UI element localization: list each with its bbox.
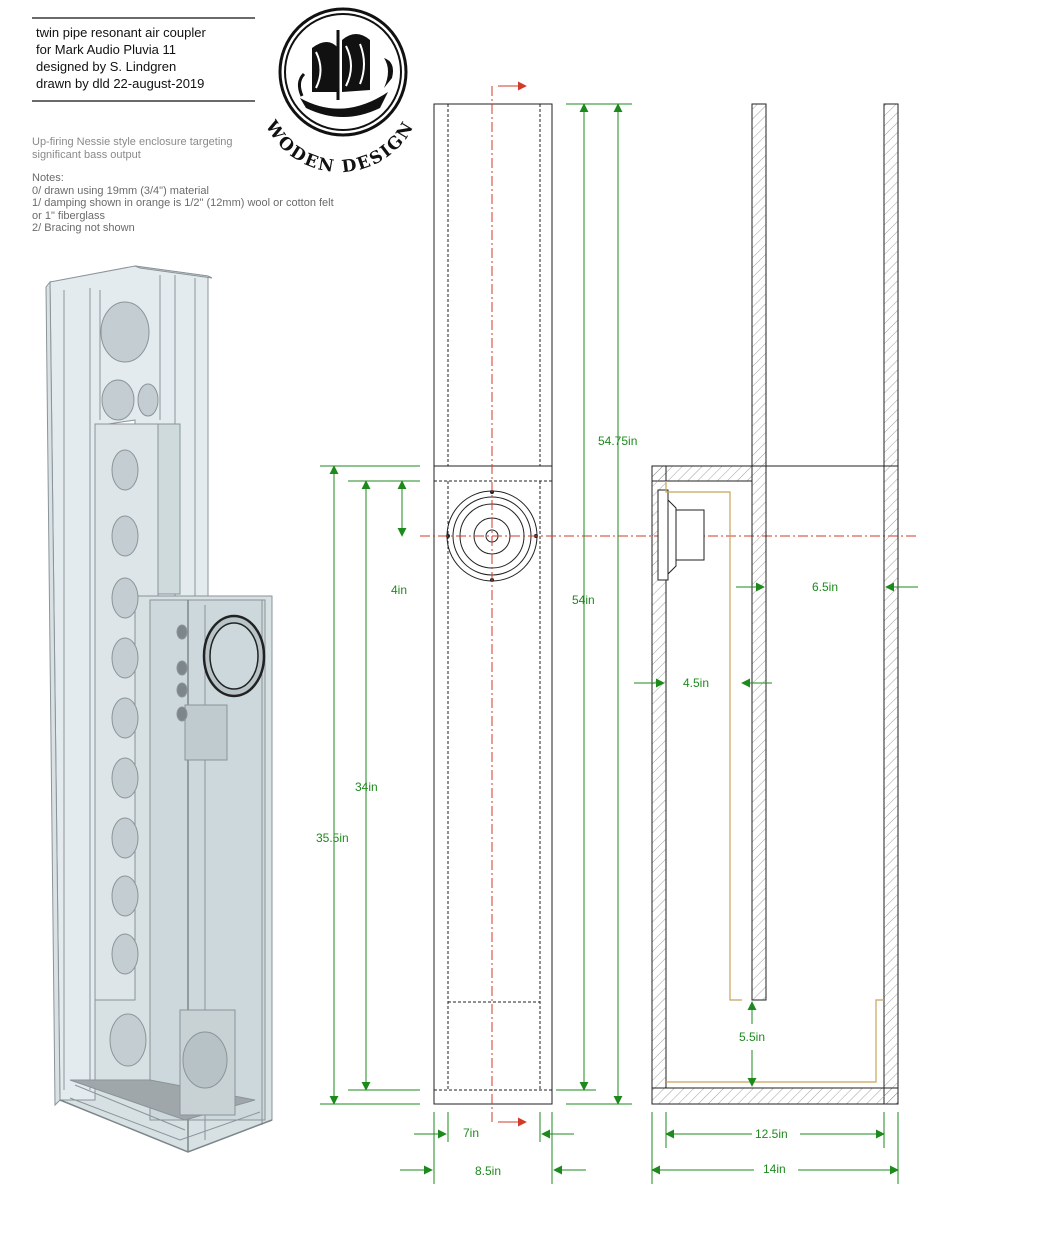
centerlines bbox=[420, 81, 918, 1127]
side-view bbox=[651, 103, 899, 1105]
dim-label-chamber-depth: 4.5in bbox=[683, 676, 709, 690]
note-item: 1/ damping shown in orange is 1/2" (12mm… bbox=[32, 197, 334, 209]
dim-label-side-inner-depth: 12.5in bbox=[755, 1127, 788, 1141]
dim-label-lower-body-outer: 35.5in bbox=[316, 831, 349, 845]
title-line: twin pipe resonant air coupler bbox=[36, 25, 206, 40]
front-view bbox=[433, 103, 553, 1105]
dimension-lines bbox=[320, 103, 918, 1184]
title-rules bbox=[32, 17, 255, 102]
dim-label-bottom-gap: 5.5in bbox=[739, 1030, 765, 1044]
damping-lining bbox=[665, 481, 884, 1083]
note-item: 2/ Bracing not shown bbox=[32, 222, 135, 234]
isometric-view bbox=[45, 265, 273, 1153]
dim-label-pipe-depth: 6.5in bbox=[812, 580, 838, 594]
title-block: twin pipe resonant air coupler for Mark … bbox=[36, 24, 206, 92]
title-line: designed by S. Lindgren bbox=[36, 59, 177, 74]
description-text: Up-firing Nessie style enclosure targeti… bbox=[32, 136, 233, 161]
note-item: 0/ drawn using 19mm (3/4") material bbox=[32, 184, 209, 197]
note-item: or 1" fiberglass bbox=[32, 209, 105, 222]
title-line: for Mark Audio Pluvia 11 bbox=[36, 42, 176, 57]
dim-label-driver-offset: 4in bbox=[391, 583, 407, 597]
dim-label-front-height-total: 54.75in bbox=[598, 434, 637, 448]
driver-icon bbox=[176, 614, 266, 722]
notes-heading: Notes: bbox=[32, 172, 64, 184]
viking-ship-icon bbox=[297, 30, 393, 117]
dim-label-front-outer-width: 8.5in bbox=[475, 1164, 501, 1178]
dimension-labels: 54.75in 54in 4in 34in 35.5in 7in 8.5in 6… bbox=[316, 434, 838, 1178]
notes-block: Notes: 0/ drawn using 19mm (3/4") materi… bbox=[32, 172, 392, 235]
dim-label-front-inner-width: 7in bbox=[463, 1126, 479, 1140]
dim-label-side-outer-depth: 14in bbox=[763, 1162, 786, 1176]
dim-label-front-height-outer: 54in bbox=[572, 593, 595, 607]
dim-label-lower-body-inner: 34in bbox=[355, 780, 378, 794]
title-line: drawn by dld 22-august-2019 bbox=[36, 76, 205, 91]
woden-logo: WODEN DESIGN bbox=[260, 7, 417, 177]
